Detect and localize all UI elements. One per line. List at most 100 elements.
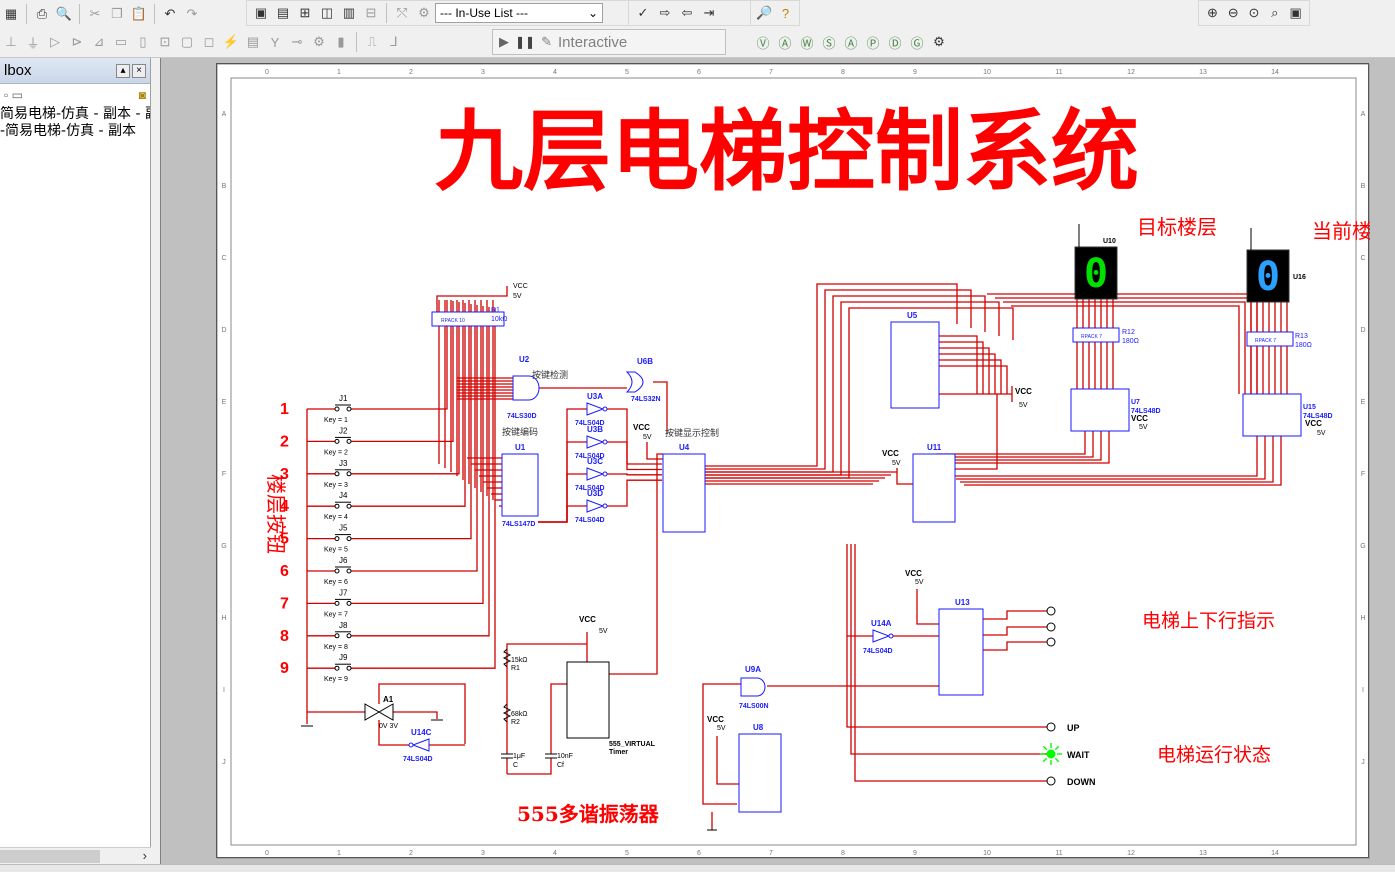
grapher-icon[interactable]: ◫: [320, 5, 334, 20]
wattmeter-icon[interactable]: Ⓦ: [800, 35, 814, 51]
c-ref: C: [513, 762, 518, 769]
power-probe-icon[interactable]: Ⓟ: [866, 35, 880, 51]
search-icon[interactable]: 🔎: [756, 5, 773, 20]
switch-contact: [334, 536, 340, 542]
annotate-icon[interactable]: ⤲: [396, 5, 408, 20]
voltage-probe-icon[interactable]: Ⓢ: [822, 35, 836, 51]
tree-item-project[interactable]: 简易电梯-仿真 - 副本 - 副: [0, 106, 150, 122]
floor-number: 3: [280, 466, 289, 483]
spreadsheet-icon[interactable]: ▤: [276, 5, 290, 20]
zoom-in-icon[interactable]: ⊕: [1206, 5, 1218, 20]
simulation-mode-label[interactable]: Interactive: [558, 33, 628, 51]
cut-icon[interactable]: ✂: [89, 6, 101, 21]
print-preview-icon[interactable]: 🔍: [55, 6, 73, 21]
digital-probe-icon[interactable]: Ⓖ: [910, 35, 924, 51]
diode-component-icon[interactable]: ▷: [50, 34, 60, 49]
probe-icon[interactable]: ✎: [541, 34, 553, 49]
pin-icon[interactable]: ▴: [116, 63, 130, 78]
u11-chip: [912, 453, 956, 523]
toolbox-hscrollbar[interactable]: ›: [0, 847, 151, 864]
misc-component-icon[interactable]: ▤: [246, 34, 260, 49]
zoom-area-icon[interactable]: ⊙: [1248, 5, 1260, 20]
scroll-thumb[interactable]: [0, 850, 100, 863]
database-icon[interactable]: ⊞: [299, 5, 311, 20]
power-component-icon[interactable]: ⚡: [222, 34, 240, 49]
erc-icon[interactable]: ⊟: [365, 5, 377, 20]
paste-icon[interactable]: 📋: [130, 6, 148, 21]
schematic-drawing: 0011223344556677889910101111121213131414…: [216, 63, 1392, 860]
transfer-icon[interactable]: ⇨: [659, 5, 671, 20]
run-icon[interactable]: ▶: [499, 34, 509, 49]
schematic-title: 九层电梯控制系统: [435, 100, 1139, 203]
close-icon[interactable]: ×: [132, 63, 146, 78]
u2-type: 74LS30D: [507, 413, 537, 420]
pause-icon[interactable]: ❚❚: [515, 35, 536, 49]
grid-icon[interactable]: ▦: [4, 6, 18, 21]
border-number-bottom: 13: [1199, 850, 1207, 857]
toolbar-area: ▦ ⎙ 🔍 ✂ ❐ 📋 ↶ ↷ ▣ ▤ ⊞ ◫ ▥ ⊟ ⤲ ⚙ --- In-U…: [0, 0, 1395, 58]
border-number-bottom: 14: [1271, 850, 1279, 857]
indicator-component-icon[interactable]: ◻: [203, 34, 215, 49]
u13-out-wire: [983, 626, 1047, 636]
bus-icon[interactable]: ⅃: [390, 34, 398, 49]
border-letter-left: G: [221, 543, 226, 550]
toolbox-settings-icon[interactable]: ◙: [138, 88, 146, 102]
cmos-component-icon[interactable]: ▯: [139, 34, 147, 49]
redo-icon[interactable]: ↷: [186, 6, 198, 21]
in-use-list-dropdown[interactable]: --- In-Use List --- ⌄: [435, 3, 603, 23]
vcc-5v-label-u4: 5V: [643, 434, 652, 441]
probe-settings-icon[interactable]: ⚙: [933, 34, 945, 49]
design-toolbox-tools: ▫ ▭ ◙: [0, 84, 150, 106]
source-component-icon[interactable]: ⊥: [5, 34, 17, 49]
forward-annotate-icon[interactable]: ⚙: [418, 5, 430, 20]
transistor-component-icon[interactable]: ⊳: [71, 34, 83, 49]
advanced-peripheral-icon[interactable]: Y: [270, 34, 280, 50]
misc-digital-icon[interactable]: ⊡: [159, 34, 171, 49]
ammeter-icon[interactable]: Ⓐ: [778, 35, 792, 51]
erc-check-icon[interactable]: ✓: [637, 5, 649, 20]
wires: [306, 283, 1288, 830]
basic-component-icon[interactable]: ⏚: [26, 35, 40, 51]
export-icon[interactable]: ⇥: [703, 5, 715, 20]
border-number-top: 7: [769, 69, 773, 76]
print-icon[interactable]: ⎙: [36, 6, 48, 21]
postprocessor-icon[interactable]: ▥: [342, 5, 356, 20]
fullscreen-icon[interactable]: ▣: [1289, 5, 1302, 20]
wait-led-glow: [1042, 745, 1048, 751]
freq-probe-icon[interactable]: Ⓓ: [888, 35, 902, 51]
ttl-component-icon[interactable]: ▭: [114, 34, 128, 49]
mixed-component-icon[interactable]: ▢: [180, 34, 194, 49]
top-bus-u15: [1003, 301, 1246, 394]
hierarchical-block-icon[interactable]: ⎍: [367, 34, 377, 49]
ac-probe-icon[interactable]: Ⓐ: [844, 35, 858, 51]
back-annotate-icon[interactable]: ⇦: [681, 5, 693, 20]
switch-contact: [334, 633, 340, 639]
r-68k-ref: R2: [511, 719, 520, 726]
analog-component-icon[interactable]: ⊿: [93, 34, 105, 49]
a1-wire: [307, 711, 438, 719]
zoom-fit-icon[interactable]: ⌕: [1271, 5, 1279, 20]
floor-number: 6: [280, 563, 289, 580]
help-icon[interactable]: ?: [781, 5, 790, 21]
scroll-right-icon[interactable]: ›: [142, 848, 147, 863]
simulation-toolbar: ▶ ❚❚ ✎ Interactive: [492, 29, 726, 55]
border-number-top: 14: [1271, 69, 1279, 76]
r12-ref: R12: [1122, 329, 1135, 336]
undo-icon[interactable]: ↶: [164, 6, 176, 21]
u8-ref: U8: [753, 723, 764, 732]
multimeter-icon[interactable]: Ⓥ: [756, 35, 770, 51]
border-number-bottom: 12: [1127, 850, 1135, 857]
tree-item-sheet[interactable]: -简易电梯-仿真 - 副本: [0, 123, 137, 139]
mcu-component-icon[interactable]: ▮: [337, 34, 345, 49]
electromechanical-icon[interactable]: ⚙: [313, 34, 325, 49]
view-toolbar: ▣ ▤ ⊞ ◫ ▥ ⊟ ⤲ ⚙ --- In-Use List --- ⌄: [246, 0, 636, 26]
toggle-toolbox-icon[interactable]: ▣: [254, 5, 268, 20]
zoom-out-icon[interactable]: ⊖: [1227, 5, 1239, 20]
border-number-bottom: 2: [409, 850, 413, 857]
rf-component-icon[interactable]: ⊸: [291, 34, 303, 49]
copy-icon[interactable]: ❐: [111, 6, 123, 21]
in-use-list-value: --- In-Use List ---: [440, 6, 528, 20]
new-folder-icon[interactable]: ▫ ▭: [4, 88, 23, 102]
